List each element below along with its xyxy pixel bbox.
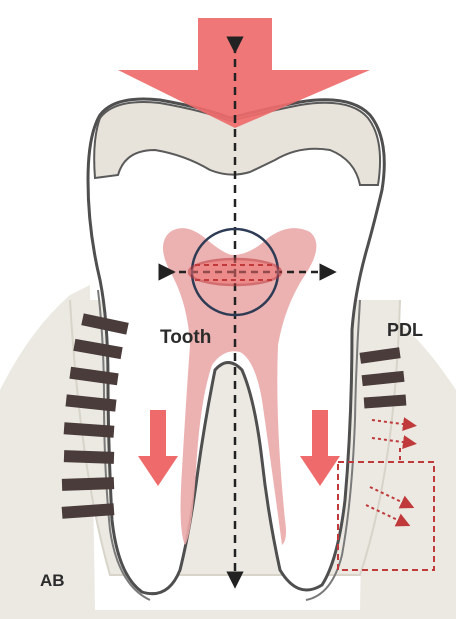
pdl-label: PDL xyxy=(387,320,423,341)
pdl-fibers-right xyxy=(359,347,406,408)
tooth-label: Tooth xyxy=(160,327,211,349)
alveolar-bone-label: AB xyxy=(40,571,65,591)
